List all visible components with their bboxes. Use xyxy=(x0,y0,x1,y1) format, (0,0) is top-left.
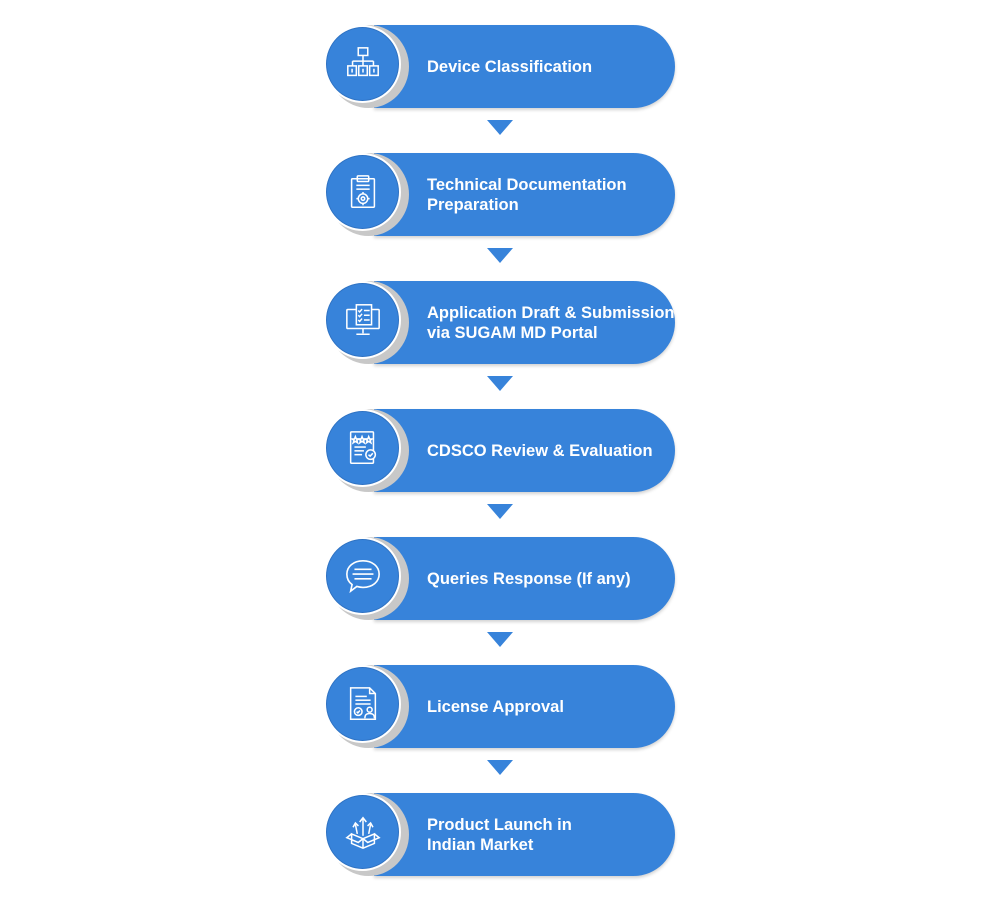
step-label: Queries Response (If any) xyxy=(427,569,631,588)
down-arrow xyxy=(487,504,513,519)
clipboard-gear-icon xyxy=(324,153,401,231)
monitor-checklist-icon xyxy=(324,281,401,359)
step-label: Application Draft & Submission via SUGAM… xyxy=(427,303,675,342)
step-technical-documentation: Technical Documentation Preparation xyxy=(324,153,679,239)
step-application-submission: Application Draft & Submission via SUGAM… xyxy=(324,281,679,367)
step-cdsco-review: CDSCO Review & Evaluation xyxy=(324,409,679,495)
step-label: CDSCO Review & Evaluation xyxy=(427,441,653,460)
step-device-classification: Device Classification xyxy=(324,25,679,111)
step-label: Device Classification xyxy=(427,57,593,76)
step-label: Technical Documentation Preparation xyxy=(427,175,627,214)
step-license-approval: License Approval xyxy=(324,665,679,751)
down-arrow xyxy=(487,376,513,391)
speech-bubble-icon xyxy=(324,537,401,615)
step-label: License Approval xyxy=(427,697,564,716)
down-arrow xyxy=(487,632,513,647)
down-arrow xyxy=(487,760,513,775)
hierarchy-icon xyxy=(324,25,401,103)
step-pill xyxy=(374,793,675,876)
step-pill xyxy=(374,537,675,620)
step-label: Product Launch in Indian Market xyxy=(427,815,572,854)
step-pill xyxy=(374,25,675,108)
step-pill xyxy=(374,409,675,492)
approved-document-icon xyxy=(324,665,401,743)
step-pill xyxy=(374,153,675,236)
down-arrow xyxy=(487,120,513,135)
step-product-launch: Product Launch in Indian Market xyxy=(324,793,679,879)
down-arrow xyxy=(487,248,513,263)
step-pill xyxy=(374,281,675,364)
box-launch-icon xyxy=(324,793,401,871)
step-queries-response: Queries Response (If any) xyxy=(324,537,679,623)
rated-certificate-icon xyxy=(324,409,401,487)
step-pill xyxy=(374,665,675,748)
